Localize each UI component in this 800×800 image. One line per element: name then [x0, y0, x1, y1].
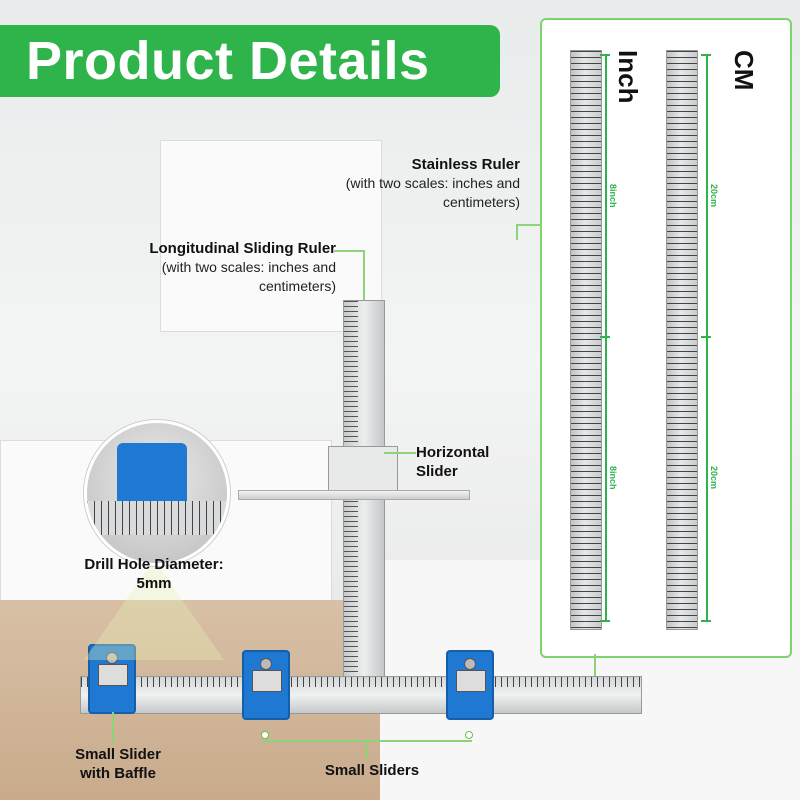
zoom-ruler [87, 501, 227, 535]
small-slider-right-dot [465, 731, 473, 739]
base-ruler-ticks [81, 677, 641, 687]
inch-dimension-line-top [605, 54, 607, 336]
stainless-ruler-title: Stainless Ruler [411, 156, 520, 173]
cm-dimension-label-bottom: 20cm [709, 466, 719, 490]
baffle-slider-hole [106, 652, 118, 664]
cm-ruler [666, 50, 698, 630]
cm-ruler-ticks [667, 51, 697, 629]
drill-hole-label: Drill Hole Diameter: 5mm [74, 556, 234, 594]
zoom-cone [84, 560, 224, 660]
horizontal-slider-label: Horizontal Slider [416, 444, 512, 482]
inch-dimension-line-bottom [605, 338, 607, 620]
drill-hole-title: Drill Hole Diameter: [84, 556, 224, 573]
title-banner [0, 25, 500, 97]
inch-dimension-cap-3 [600, 620, 610, 622]
drill-hole-zoom [84, 420, 230, 566]
page-title: Product Details [26, 31, 430, 91]
cm-dimension-cap-2 [701, 336, 711, 338]
baffle-slider-window [98, 664, 128, 686]
inch-ruler-ticks [571, 51, 601, 629]
inch-dimension-cap-1 [600, 54, 610, 56]
stainless-leader-h [516, 224, 542, 226]
inch-dimension-label-bottom: 8inch [608, 466, 618, 490]
stainless-ruler-label: Stainless Ruler (with two scales: inches… [336, 156, 520, 212]
small-sliders-label: Small Sliders [312, 762, 432, 781]
longitudinal-leader-v [363, 250, 365, 314]
slider-left-window [252, 670, 282, 692]
cm-dimension-cap-3 [701, 620, 711, 622]
horizontal-slider-leader [384, 452, 416, 454]
longitudinal-ruler-sub: (with two scales: inches and centimeters… [161, 258, 336, 294]
small-sliders-leader-v [366, 740, 368, 760]
longitudinal-leader-h [334, 250, 364, 252]
inch-dimension-cap-2 [600, 336, 610, 338]
stainless-ruler-sub: (with two scales: inches and centimeters… [345, 174, 520, 210]
longitudinal-ruler-title: Longitudinal Sliding Ruler [149, 240, 336, 257]
longitudinal-ruler-label: Longitudinal Sliding Ruler (with two sca… [124, 240, 336, 296]
stainless-leader [516, 226, 518, 240]
rulers-panel: Inch 8inch 8inch CM 20cm 20cm [540, 18, 792, 658]
cm-dimension-line-bottom [706, 338, 708, 620]
cm-dimension-line-top [706, 54, 708, 336]
horizontal-bar [238, 490, 470, 500]
inch-title: Inch [613, 50, 643, 104]
small-slider-left-dot [261, 731, 269, 739]
slider-right-window [456, 670, 486, 692]
small-slider-with-baffle [88, 644, 136, 714]
small-sliders-leader-h [264, 740, 472, 742]
horizontal-slider-block [328, 446, 398, 494]
inch-dimension-label-top: 8inch [608, 184, 618, 208]
cm-dimension-cap-1 [701, 54, 711, 56]
inch-ruler [570, 50, 602, 630]
small-slider-baffle-label: Small Slider with Baffle [66, 746, 170, 784]
small-slider-baffle-title: Small Slider with Baffle [75, 746, 161, 782]
small-sliders-title: Small Sliders [324, 762, 420, 779]
cm-dimension-label-top: 20cm [709, 184, 719, 208]
base-ruler [80, 676, 642, 714]
slider-right-hole [464, 658, 476, 670]
base-ruler-leader [594, 654, 596, 676]
drill-hole-value: 5mm [136, 574, 172, 592]
baffle-leader [112, 712, 114, 744]
small-slider-left [242, 650, 290, 720]
slider-left-hole [260, 658, 272, 670]
horizontal-slider-title: Horizontal Slider [416, 444, 490, 480]
small-slider-right [446, 650, 494, 720]
cm-title: CM [729, 50, 759, 91]
